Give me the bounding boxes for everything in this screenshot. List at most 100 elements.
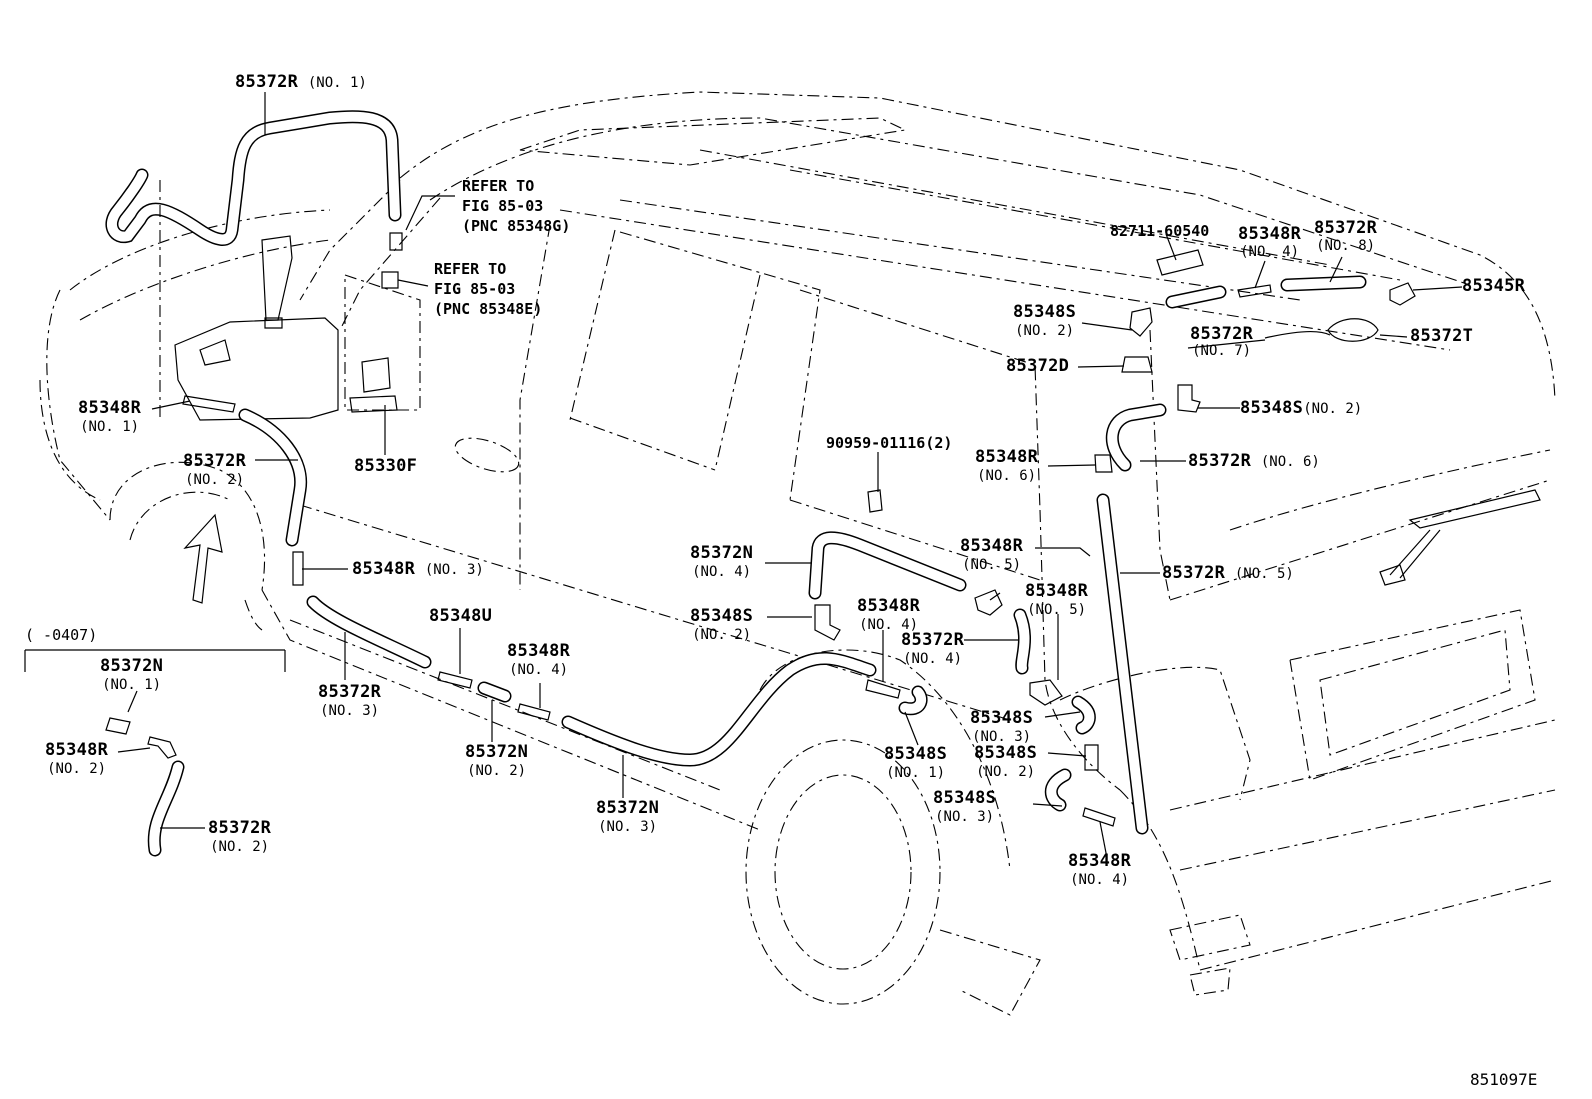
- label-85348S-no1: 85348S (NO. 1): [884, 744, 948, 781]
- part-qualifier: (NO. 4): [692, 564, 752, 580]
- label-refer-fig-85348G: REFER TO FIG 85-03 (PNC 85348G): [462, 176, 570, 236]
- part-qualifier: (NO. 3): [320, 703, 380, 719]
- part-qualifier: (NO. 5): [1234, 566, 1294, 582]
- part-qualifier: (NO. 2): [210, 839, 270, 855]
- part-number: 85372R: [1314, 218, 1378, 238]
- label-85372R-no4: 85372R (NO. 4): [901, 630, 965, 667]
- part-number: 85348R: [1068, 851, 1132, 871]
- label-85348R-no3: 85348R (NO. 3): [352, 561, 484, 578]
- part-qualifier: (NO. 3): [424, 562, 484, 578]
- refer-line-2: FIG 85-03: [462, 197, 544, 215]
- part-number: 85372R: [901, 630, 965, 650]
- label-85348S-no2-a: 85348S (NO. 2): [690, 606, 754, 643]
- label-85348R-no4-d: 85348R (NO. 4): [1238, 224, 1302, 260]
- part-qualifier: (NO. 2): [47, 761, 107, 777]
- part-qualifier: (NO. 4): [859, 617, 919, 633]
- part-number: 85372R: [1188, 451, 1252, 471]
- part-number: 85348R: [960, 536, 1024, 556]
- part-number: 85348S: [974, 743, 1038, 763]
- part-qualifier: (NO. 4): [1070, 872, 1130, 888]
- label-inset-85348R-no2: 85348R (NO. 2): [45, 740, 109, 777]
- part-number: 85372N: [100, 656, 164, 676]
- washer-tank-assembly: [105, 110, 421, 604]
- rear-hose-run: [1094, 249, 1416, 835]
- figure-code: 851097E: [1470, 1070, 1538, 1089]
- part-number: 85348R: [1025, 581, 1089, 601]
- part-number: 85348S: [933, 788, 997, 808]
- label-85372R-no2: 85372R (NO. 2): [183, 451, 247, 488]
- label-85348S-no2-b: 85348S (NO. 2): [974, 743, 1038, 780]
- part-number: 85348S: [1013, 302, 1077, 322]
- label-inset-85372R-no2: 85372R (NO. 2): [208, 820, 271, 855]
- part-number: 85372N: [596, 798, 660, 818]
- part-qualifier: (NO. 4): [1240, 244, 1300, 260]
- label-85372N-no3: 85372N (NO. 3): [596, 798, 660, 835]
- part-number: 85372R: [183, 451, 247, 471]
- part-number: 85348R: [857, 596, 921, 616]
- label-85372R-no8: 85372R (NO. 8): [1314, 218, 1378, 254]
- label-85345R: 85345R: [1462, 276, 1526, 296]
- part-number: 85348R: [507, 641, 571, 661]
- part-number: 85348S: [690, 606, 754, 626]
- label-refer-fig-85348E: REFER TO FIG 85-03 (PNC 85348E): [434, 259, 542, 319]
- label-85372D: 85372D: [1006, 356, 1070, 376]
- label-82711-60540: 82711-60540: [1110, 222, 1210, 240]
- label-85348R-no4-a: 85348R (NO. 4): [507, 641, 571, 678]
- label-85348R-no4-c: 85348R (NO. 4): [1068, 851, 1132, 888]
- part-number: 85372R: [318, 682, 382, 702]
- label-85348R-no5-a: 85348R (NO. 5): [960, 536, 1024, 573]
- part-qualifier: (NO. 3): [972, 729, 1032, 745]
- inset-alt-parts: [24, 649, 286, 857]
- part-number: 85372N: [690, 543, 754, 563]
- vehicle-outline: [39, 91, 1556, 1016]
- part-qualifier: (NO. 6): [1260, 454, 1320, 470]
- label-85372R-no6: 85372R (NO. 6): [1188, 453, 1320, 470]
- label-85348R-no5-b: 85348R (NO. 5): [1025, 581, 1089, 618]
- label-85372R-no7: 85372R (NO. 7): [1190, 326, 1253, 359]
- part-qualifier: (NO. 2): [185, 472, 245, 488]
- label-85372R-no5: 85372R (NO. 5): [1162, 565, 1294, 582]
- part-qualifier: (NO. 3): [935, 809, 995, 825]
- label-85348R-no1: 85348R (NO. 1): [78, 398, 142, 435]
- refer-line-3: (PNC 85348G): [462, 217, 571, 235]
- part-qualifier: (NO. 2): [976, 764, 1036, 780]
- part-qualifier: (NO. 1): [886, 765, 946, 781]
- side-hose-run: [306, 489, 1116, 827]
- part-qualifier: (NO. 2): [692, 627, 752, 643]
- part-number: 85348S: [884, 744, 948, 764]
- label-85372R-no3: 85372R (NO. 3): [318, 682, 382, 719]
- part-qualifier: (NO. 7): [1192, 343, 1252, 359]
- part-qualifier: (NO. 2): [467, 763, 527, 779]
- label-85330F: 85330F: [354, 456, 418, 476]
- part-number: 85348R: [78, 398, 142, 418]
- label-85372R-no1: 85372R (NO. 1): [235, 74, 367, 91]
- part-number: 85372N: [465, 742, 529, 762]
- part-qualifier: (NO. 2): [1015, 323, 1075, 339]
- part-qualifier: (NO. 8): [1316, 238, 1376, 254]
- part-qualifier: (NO. 1): [102, 677, 162, 693]
- part-number: 85348R: [352, 559, 416, 579]
- part-qualifier: (NO. 3): [598, 819, 658, 835]
- label-85348S-no2-c: 85348S (NO. 2): [1013, 302, 1077, 339]
- label-85348U: 85348U: [429, 606, 493, 626]
- part-qualifier: (NO. 5): [1027, 602, 1087, 618]
- part-number: 85348R: [1238, 224, 1302, 244]
- part-qualifier: (NO. 5): [962, 557, 1022, 573]
- label-85372T: 85372T: [1410, 326, 1474, 346]
- part-qualifier: (NO. 4): [509, 662, 569, 678]
- part-qualifier: (NO. 4): [903, 651, 963, 667]
- refer-line-1: REFER TO: [462, 177, 535, 195]
- label-85372N-no4: 85372N (NO. 4): [690, 543, 754, 580]
- part-number: 85348S: [1240, 398, 1304, 418]
- inset-date-range: ( -0407): [25, 626, 98, 644]
- part-number: 85348R: [45, 740, 109, 760]
- refer-line-2: FIG 85-03: [434, 280, 516, 298]
- refer-line-3: (PNC 85348E): [434, 300, 543, 318]
- part-number: 85372R: [1162, 563, 1226, 583]
- part-number: 85348S: [970, 708, 1034, 728]
- part-qualifier: (NO. 6): [977, 468, 1037, 484]
- part-number: 85372R: [235, 72, 299, 92]
- label-85372N-no2: 85372N (NO. 2): [465, 742, 529, 779]
